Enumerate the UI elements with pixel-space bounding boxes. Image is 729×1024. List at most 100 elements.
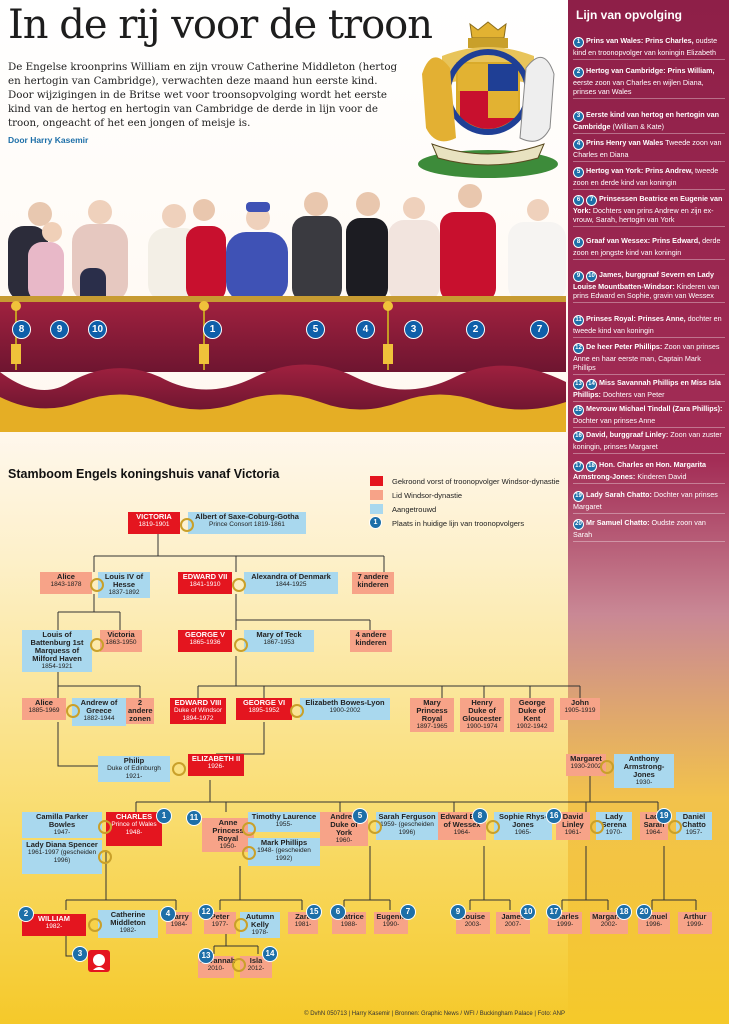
person-name: Peter: [210, 912, 230, 921]
tree-person-7andere: 7 andere kinderen: [352, 572, 394, 594]
person-name: David Linley: [562, 812, 584, 829]
succession-name: Hertog van York: Prins Andrew,: [586, 166, 694, 175]
succession-name: Mr Samuel Chatto:: [586, 518, 650, 527]
person-dates: 1897-1965: [416, 723, 448, 730]
person-dates: 1902-1942: [516, 723, 548, 730]
succession-name: Lady Sarah Chatto:: [586, 490, 652, 499]
coat-of-arms-icon: [418, 21, 558, 178]
succession-number-badge: 3: [72, 946, 88, 962]
marriage-ring-icon: [98, 850, 112, 864]
succession-number-badge: 2: [18, 906, 34, 922]
person-dates: 2010-: [207, 965, 225, 972]
person-dates: 1947-: [53, 829, 71, 836]
person-name: 4 andere kinderen: [355, 630, 387, 647]
balcony-photo: [0, 182, 566, 444]
person-name: EDWARD VIII: [174, 698, 222, 707]
person-dates: 1990-: [382, 921, 400, 928]
marriage-ring-icon: [600, 760, 614, 774]
succession-desc: oudste kind en troonopvolger van koningi…: [573, 36, 718, 57]
marriage-ring-icon: [486, 820, 500, 834]
succession-desc: Kinderen van prins Edward en Sophie, gra…: [573, 282, 720, 300]
photo-number-badge: 4: [356, 320, 375, 339]
marriage-ring-icon: [180, 518, 194, 532]
succession-desc: Tweede zoon van Charles en Diana: [573, 138, 722, 159]
photo-number-badge: 3: [404, 320, 423, 339]
photo-number-badge: 9: [50, 320, 69, 339]
person-dates: 1978-: [251, 929, 269, 936]
person-name: Andrew Duke of York: [330, 812, 358, 837]
person-dates: 1977-: [211, 921, 229, 928]
marriage-ring-icon: [590, 820, 604, 834]
person-dates: 1988-: [340, 921, 358, 928]
person-dates: Prince Consort 1819-1861: [209, 521, 285, 528]
person-dates: 1843-1878: [50, 581, 82, 588]
person-dates: 1854-1921: [41, 663, 73, 670]
succession-desc: Dochter van prinses Margaret: [573, 490, 718, 511]
succession-name: Eerste kind van hertog en hertogin van C…: [573, 110, 719, 131]
person-name: WILLIAM: [37, 914, 71, 923]
person-name: Andrew of Greece: [80, 698, 118, 715]
person-dates: 1930-2002: [570, 763, 602, 770]
person-name: Louis IV of Hesse: [104, 572, 144, 589]
person-dates: 1948- (gescheiden 1992): [257, 847, 311, 862]
person-name: Philip: [123, 756, 145, 765]
succession-name: Graaf van Wessex: Prins Edward,: [586, 236, 701, 245]
photo-number-badge: 5: [306, 320, 325, 339]
succession-number-badge: 13: [198, 948, 214, 964]
succession-name: David, burggraaf Linley:: [586, 430, 669, 439]
person-dates: 1900-2002: [329, 707, 361, 714]
person-name: ELIZABETH II: [191, 754, 241, 763]
succession-number-badge: 7: [400, 904, 416, 920]
footer-credits: © DvhN 050713 | Harry Kasemir | Bronnen:…: [304, 1011, 565, 1017]
intro-text: De Engelse kroonprins William en zijn vr…: [8, 61, 398, 129]
person-dates: 1885-1969: [28, 707, 60, 714]
succession-desc: eerste zoon van Charles en wijlen Diana,…: [573, 78, 704, 96]
person-dates: 1984-: [170, 921, 188, 928]
person-name: Arthur: [683, 912, 707, 921]
succession-number-badge: 16: [546, 808, 562, 824]
person-dates: 1982-: [45, 923, 63, 930]
person-name: Samuel: [640, 912, 668, 921]
succession-name: De heer Peter Phillips:: [586, 342, 663, 351]
person-dates: 2012-: [247, 965, 265, 972]
succession-name: Miss Savannah Phillips en Miss Isla Phil…: [573, 378, 721, 399]
marriage-ring-icon: [242, 846, 256, 860]
page-title: In de rij voor de troon: [8, 2, 433, 48]
succession-desc: dochter en tweede kind van koningin: [573, 314, 722, 335]
legend-swatch-crown: [370, 476, 383, 486]
person-dates: 1964-: [453, 829, 471, 836]
person-name: Louis of Battenburg 1st Marquess of Milf…: [30, 630, 84, 663]
person-dates: 1905-1919: [564, 707, 596, 714]
person-dates: 1844-1925: [275, 581, 307, 588]
succession-name: Prinses Royal: Prinses Anne,: [586, 314, 686, 323]
person-name: Lady Diana Spencer: [26, 840, 98, 849]
person-name: Henry Duke of Gloucester: [462, 698, 502, 723]
succession-name: Hertog van Cambridge: Prins William,: [586, 66, 715, 75]
person-name: Camilla Parker Bowles: [35, 812, 89, 829]
succession-name: Mevrouw Michael Tindall (Zara Phillips):: [586, 404, 723, 413]
